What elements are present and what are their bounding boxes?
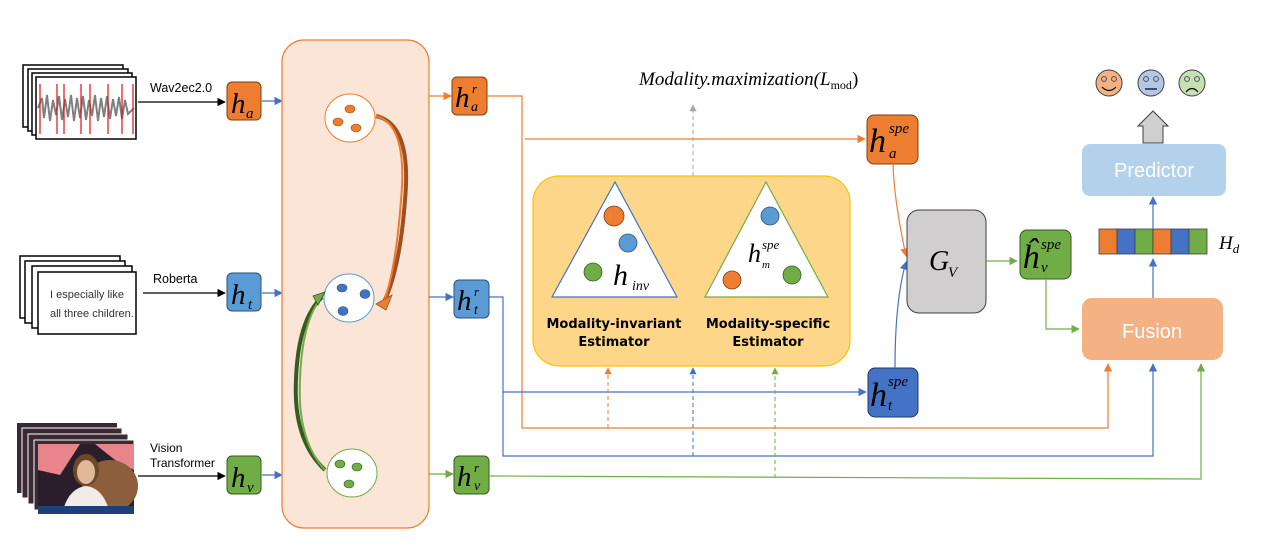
svg-text:h: h [457, 285, 472, 317]
audio-encoder-label: Wav2ec2.0 [150, 81, 212, 95]
svg-text:spe: spe [888, 374, 908, 390]
svg-text:r: r [472, 81, 478, 96]
invariant-estimator-triangle: h inv [550, 180, 679, 298]
svg-text:a: a [471, 100, 478, 115]
feature-box-vision: h v [226, 455, 262, 496]
fused-vector-label: Hd [1218, 233, 1240, 256]
svg-text:V: V [948, 265, 959, 281]
vision-input-stack [17, 423, 138, 514]
neutral-face-icon [1137, 69, 1165, 97]
specific-feature-audio: h spe a [866, 114, 919, 165]
specific-estimator-label-line1: Modality-specific [706, 317, 830, 332]
svg-text:inv: inv [632, 279, 650, 294]
svg-text:spe: spe [1041, 237, 1061, 253]
text-input-stack: I especially like all three children. [19, 255, 137, 335]
svg-text:t: t [248, 297, 253, 313]
positive-face-icon [1095, 69, 1123, 97]
text-sample-line2: all three children. [50, 308, 134, 320]
text-rep-route-to-fusion [489, 296, 1158, 457]
waveform-icon [37, 84, 135, 134]
svg-text:a: a [889, 146, 897, 162]
svg-text:t: t [474, 303, 479, 318]
vision-encoder-label-line2: Transformer [150, 456, 215, 470]
svg-text:ĥ: ĥ [1022, 238, 1040, 276]
fusion-label: Fusion [1122, 321, 1182, 343]
audio-specific-to-generator [892, 163, 909, 257]
specific-estimator-triangle: h spe m [704, 180, 830, 298]
vision-to-text-curved-arrow [293, 295, 327, 472]
fusion-box [1082, 298, 1223, 360]
vector-cell-vision [1134, 228, 1154, 255]
specific-feature-text: h spe t [867, 367, 919, 418]
svg-text:v: v [247, 480, 254, 496]
vision-cluster [326, 448, 378, 498]
vector-cell-text [1170, 228, 1190, 255]
loss-label: Modality.maximization(Lmod) [638, 69, 858, 92]
video-frame-icon [38, 444, 138, 514]
vision-encoder-label-line1: Vision [150, 441, 182, 455]
text-specific-to-generator [894, 261, 908, 369]
svg-text:h: h [613, 259, 628, 292]
svg-text:h: h [748, 239, 761, 268]
text-cluster [323, 273, 375, 323]
invariant-estimator-label-line1: Modality-invariant [546, 317, 681, 332]
vision-to-text-arrowhead [312, 291, 326, 306]
audio-to-text-arrowhead [375, 294, 393, 311]
predictor-box [1082, 144, 1226, 196]
rep-box-text: h r t [453, 279, 490, 319]
svg-text:h: h [455, 82, 470, 114]
svg-text:r: r [474, 460, 480, 475]
invariant-estimator-label-line2: Estimator [578, 335, 650, 350]
fused-vector [1098, 228, 1208, 255]
specific-estimator-label-line2: Estimator [732, 335, 804, 350]
vector-cell-audio [1152, 228, 1172, 255]
vector-cell-audio [1098, 228, 1118, 255]
predictor-label: Predictor [1114, 160, 1194, 182]
up-arrow-icon [1136, 110, 1170, 144]
rep-box-vision: h r v [453, 455, 490, 495]
feature-box-audio: h a [226, 81, 262, 122]
vector-cell-vision [1188, 228, 1208, 255]
svg-text:h: h [231, 88, 246, 120]
feature-box-text: h t [226, 272, 262, 313]
audio-rep-route-to-fusion [487, 95, 1113, 429]
svg-text:spe: spe [762, 237, 780, 252]
svg-text:v: v [474, 479, 481, 494]
audio-cluster [324, 93, 376, 143]
svg-text:G: G [929, 246, 949, 277]
vision-hat-to-fusion [1045, 279, 1080, 334]
vision-rep-route-to-fusion [488, 363, 1206, 480]
svg-text:h: h [870, 377, 887, 414]
audio-to-text-curved-arrow [375, 114, 409, 303]
generator-box: G V [906, 209, 987, 314]
svg-text:h: h [869, 123, 886, 160]
text-sample-line1: I especially like [50, 289, 124, 301]
text-encoder-label: Roberta [153, 272, 198, 286]
svg-text:h: h [457, 461, 472, 493]
svg-text:v: v [1041, 260, 1048, 276]
vector-cell-text [1116, 228, 1136, 255]
rep-box-audio: h r a [451, 76, 488, 116]
svg-text:a: a [246, 106, 254, 122]
svg-text:h: h [231, 462, 246, 494]
svg-text:spe: spe [889, 121, 909, 137]
specific-feature-vision-hat: ĥ spe v [1019, 229, 1072, 280]
negative-face-icon [1178, 69, 1206, 97]
svg-text:m: m [762, 259, 770, 271]
audio-input-stack [22, 64, 137, 140]
svg-text:r: r [474, 284, 480, 299]
svg-text:h: h [231, 279, 246, 311]
svg-text:t: t [888, 398, 893, 414]
